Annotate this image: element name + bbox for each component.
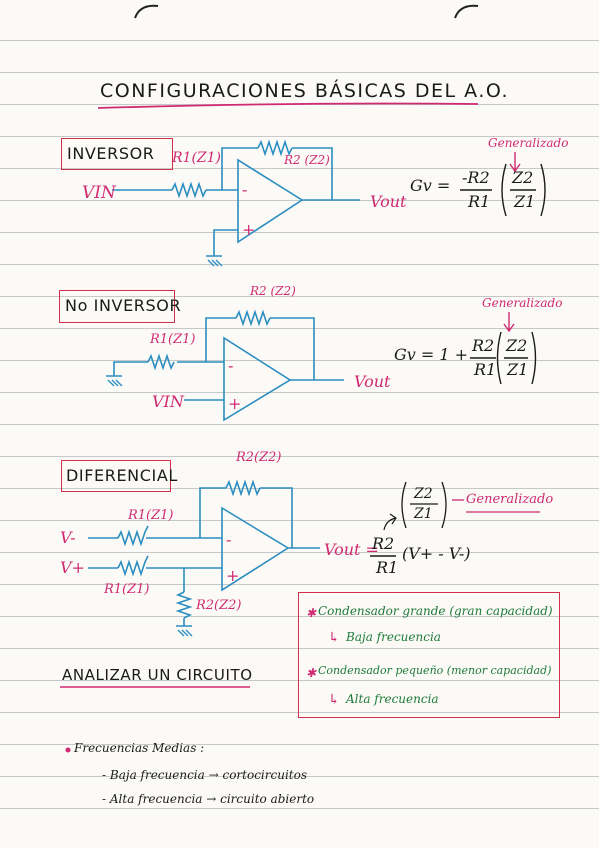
page-title: CONFIGURACIONES BÁSICAS DEL A.O. (100, 80, 510, 102)
note-2-sub: Alta frecuencia (346, 692, 439, 706)
analizar-heading: ANALIZAR UN CIRCUITO (62, 666, 253, 684)
no-inversor-vin-label: VIN (152, 392, 184, 411)
capacitor-notes-box (298, 592, 560, 718)
no-inversor-z-den: Z1 (507, 360, 529, 379)
diferencial-plus: + (226, 566, 240, 585)
inversor-label-box (61, 138, 173, 170)
diferencial-vplus-label: V+ (60, 558, 85, 577)
note-1-arrow: ↳ (328, 630, 340, 646)
diferencial-generalizado: Generalizado (466, 492, 554, 507)
no-inversor-vout-label: Vout (354, 372, 391, 391)
diferencial-label-box (61, 460, 171, 492)
analizar-line-2: - Alta frecuencia → circuito abierto (102, 792, 315, 806)
analizar-line-1: - Baja frecuencia → cortocircuitos (102, 768, 308, 782)
no-inversor-gain-num: R2 (472, 336, 495, 355)
inversor-minus: - (242, 180, 248, 199)
diferencial-r1-top-label: R1(Z1) (128, 508, 174, 523)
no-inversor-label: No INVERSOR (65, 296, 182, 315)
inversor-r1-label: R1(Z1) (172, 150, 222, 166)
no-inversor-r1-label: R1(Z1) (150, 332, 196, 347)
diferencial-r1-bot-label: R1(Z1) (104, 582, 150, 597)
diferencial-vminus-label: V- (60, 528, 76, 547)
diferencial-minus: - (226, 530, 232, 549)
note-1-star: ✱ (306, 606, 317, 620)
inversor-plus: + (242, 220, 256, 239)
note-2-arrow: ↳ (328, 692, 340, 708)
no-inversor-r2-label: R2 (Z2) (250, 284, 296, 298)
inversor-gain-num: -R2 (462, 168, 490, 187)
no-inversor-gain-den: R1 (474, 360, 497, 379)
no-inversor-plus: + (228, 394, 242, 413)
inversor-label: INVERSOR (67, 144, 155, 163)
diferencial-r2-bot-label: R2(Z2) (196, 598, 242, 613)
note-2-star: ✱ (306, 666, 317, 680)
binder-hooks (134, 4, 479, 19)
inversor-vout-label: Vout (370, 192, 407, 211)
inversor-generalizado: Generalizado (488, 136, 569, 150)
diferencial-r2-top-label: R2(Z2) (236, 450, 282, 465)
inversor-vin-label: VIN (82, 183, 116, 203)
no-inversor-label-box (59, 290, 175, 323)
diferencial-z-num: Z2 (414, 486, 433, 502)
analizar-bullet: Frecuencias Medias : (74, 741, 205, 755)
diferencial-gain-num: R2 (372, 534, 395, 553)
title-underline (97, 102, 479, 109)
note-1-text: Condensador grande (gran capacidad) (318, 604, 553, 618)
diferencial-gain-rhs: (V+ - V-) (402, 544, 471, 563)
inversor-gain-den: R1 (468, 192, 491, 211)
diferencial-z-den: Z1 (414, 506, 433, 522)
inversor-gain-lhs: Gv = (410, 176, 451, 195)
no-inversor-z-num: Z2 (506, 336, 528, 355)
inversor-r2-label: R2 (Z2) (284, 153, 330, 167)
diferencial-gain-den: R1 (376, 558, 399, 577)
diferencial-vout-lhs: Vout = (324, 540, 379, 559)
no-inversor-minus: - (228, 356, 234, 375)
inversor-z-num: Z2 (512, 168, 534, 187)
diferencial-label: DIFERENCIAL (66, 466, 178, 485)
no-inversor-generalizado: Generalizado (482, 296, 563, 310)
note-1-sub: Baja frecuencia (346, 630, 441, 644)
note-2-text: Condensador pequeño (menor capacidad) (318, 664, 552, 677)
no-inversor-gain-lhs: Gv = 1 + (394, 345, 469, 364)
inversor-z-den: Z1 (514, 192, 536, 211)
